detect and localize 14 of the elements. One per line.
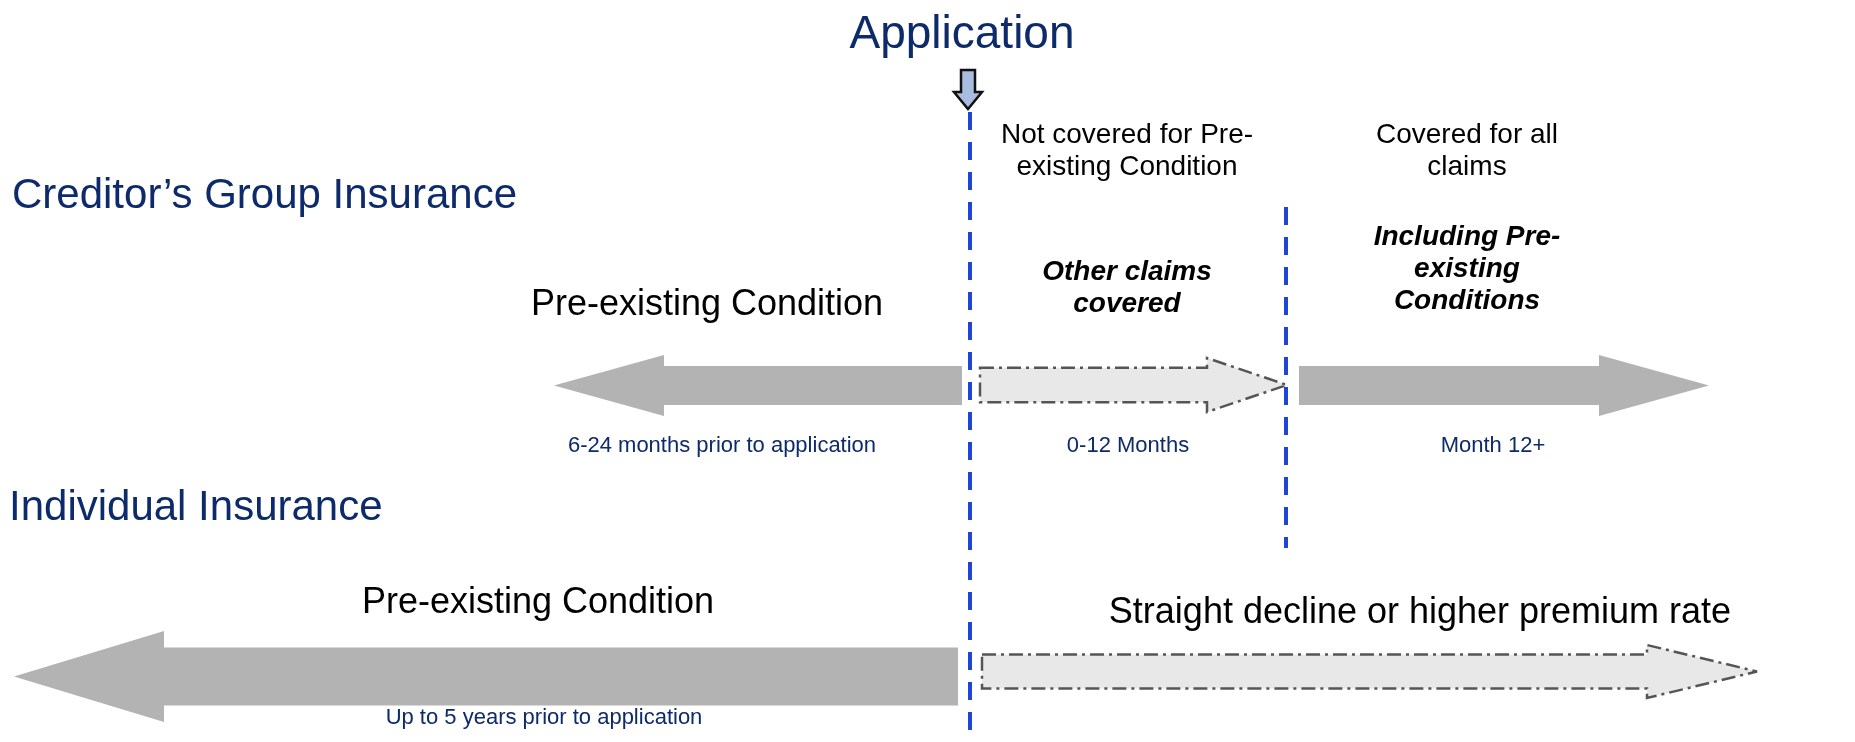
arrow-label: Straight decline or higher premium rate	[1108, 590, 1732, 632]
row-heading: Creditor’s Group Insurance	[12, 170, 518, 219]
period-label: 0-12 Months	[1066, 432, 1190, 458]
arrow-label: Pre-existing Condition	[530, 282, 884, 324]
row-heading: Individual Insurance	[9, 482, 383, 531]
period-label: Month 12+	[1440, 432, 1546, 458]
arrow-label: Pre-existing Condition	[361, 580, 715, 622]
period-note: Covered for all claims	[1374, 118, 1560, 183]
period-label: Up to 5 years prior to application	[385, 704, 703, 730]
period-note: Other claims covered	[1041, 255, 1213, 320]
title: Application	[849, 6, 1075, 59]
period-note: Including Pre-existing Conditions	[1372, 220, 1562, 317]
period-note: Not covered for Pre-existing Condition	[999, 118, 1255, 183]
period-label: 6-24 months prior to application	[567, 432, 877, 458]
